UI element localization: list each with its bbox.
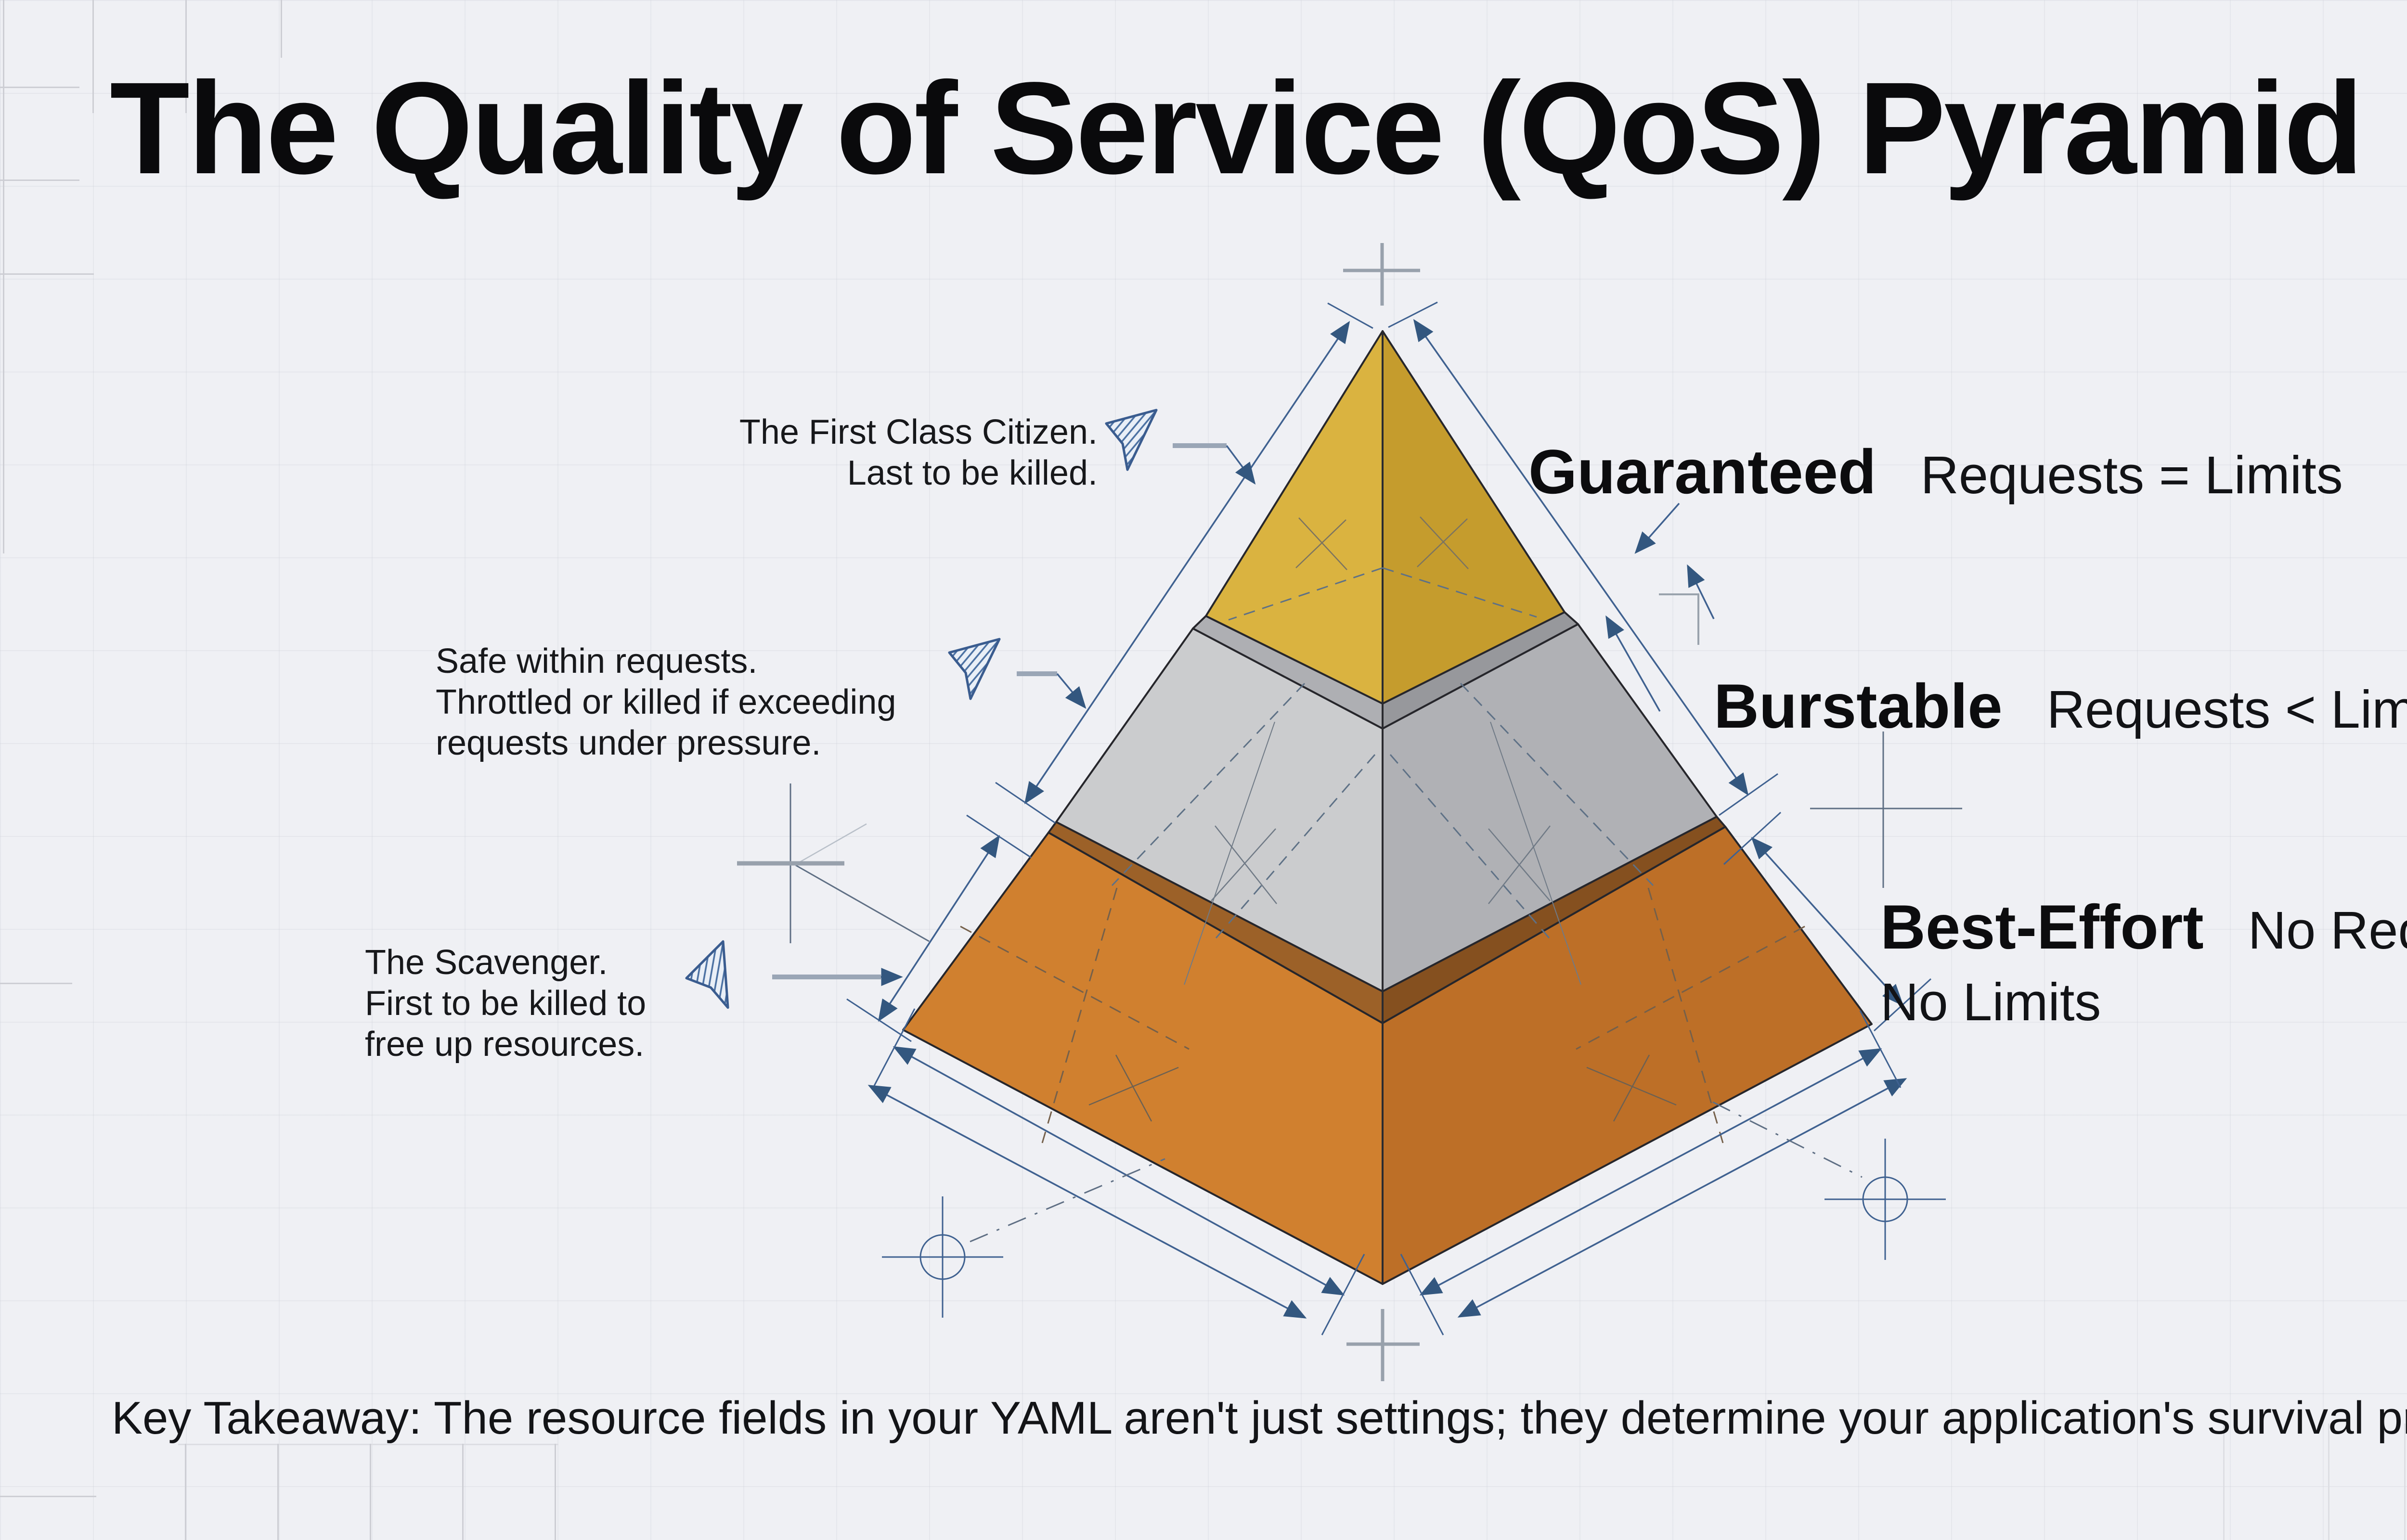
grid-line bbox=[281, 0, 282, 58]
cursor-icon bbox=[948, 638, 1001, 700]
tier-name: Burstable bbox=[1714, 671, 2003, 741]
annotation-line: The Scavenger. bbox=[365, 943, 608, 982]
grid-line bbox=[3, 0, 4, 553]
grid-line bbox=[0, 87, 79, 88]
annotation-line: Last to be killed. bbox=[847, 453, 1098, 492]
annotation-line: The First Class Citizen. bbox=[739, 413, 1098, 451]
annotation-arrows bbox=[772, 443, 1256, 986]
grid-line bbox=[0, 983, 72, 984]
label-burstable: Burstable Requests < Limits bbox=[1714, 670, 2407, 742]
grid-line bbox=[462, 1444, 464, 1540]
tier-name: Guaranteed bbox=[1528, 436, 1876, 507]
tier-rule: No Requests / No Limits bbox=[1880, 901, 2407, 1032]
annotation-line: Safe within requests. bbox=[436, 642, 758, 680]
grid-line bbox=[0, 180, 79, 181]
annotation-line: Throttled or killed if exceeding bbox=[436, 682, 896, 721]
annotation-line: free up resources. bbox=[365, 1025, 645, 1064]
annotation-line: First to be killed to bbox=[365, 984, 647, 1023]
cursor-icon bbox=[1105, 409, 1158, 471]
grid-line bbox=[555, 1444, 556, 1540]
grid-line bbox=[178, 1444, 558, 1445]
annotation-burstable: Safe within requests. Throttled or kille… bbox=[436, 641, 1061, 764]
grid-line bbox=[185, 0, 187, 113]
annotation-guaranteed: The First Class Citizen. Last to be kill… bbox=[684, 412, 1098, 494]
tier-rule: Requests < Limits bbox=[2046, 680, 2407, 739]
grid-line bbox=[2223, 1424, 2225, 1540]
register-marks bbox=[737, 243, 1962, 1381]
grid-line bbox=[277, 1444, 279, 1540]
grid-line bbox=[2328, 1424, 2329, 1540]
cursor-icon bbox=[685, 940, 729, 1009]
key-takeaway: Key Takeaway: The resource fields in you… bbox=[112, 1392, 2407, 1444]
label-guaranteed: Guaranteed Requests = Limits bbox=[1528, 436, 2343, 508]
tier-rule: Requests = Limits bbox=[1920, 446, 2343, 505]
grid-line bbox=[0, 1496, 96, 1497]
annotation-best-effort: The Scavenger. First to be killed to fre… bbox=[365, 942, 798, 1065]
grid-line bbox=[2404, 1424, 2406, 1540]
grid-line bbox=[0, 273, 94, 275]
page-title: The Quality of Service (QoS) Pyramid bbox=[110, 55, 2364, 201]
dimension-lines bbox=[846, 301, 1932, 1335]
grid-line bbox=[370, 1444, 371, 1540]
grid-line bbox=[92, 0, 94, 113]
grid-line bbox=[185, 1444, 186, 1540]
cursor-icons bbox=[685, 409, 1158, 1009]
tier-name: Best-Effort bbox=[1880, 892, 2204, 962]
annotation-line: requests under pressure. bbox=[436, 723, 821, 762]
